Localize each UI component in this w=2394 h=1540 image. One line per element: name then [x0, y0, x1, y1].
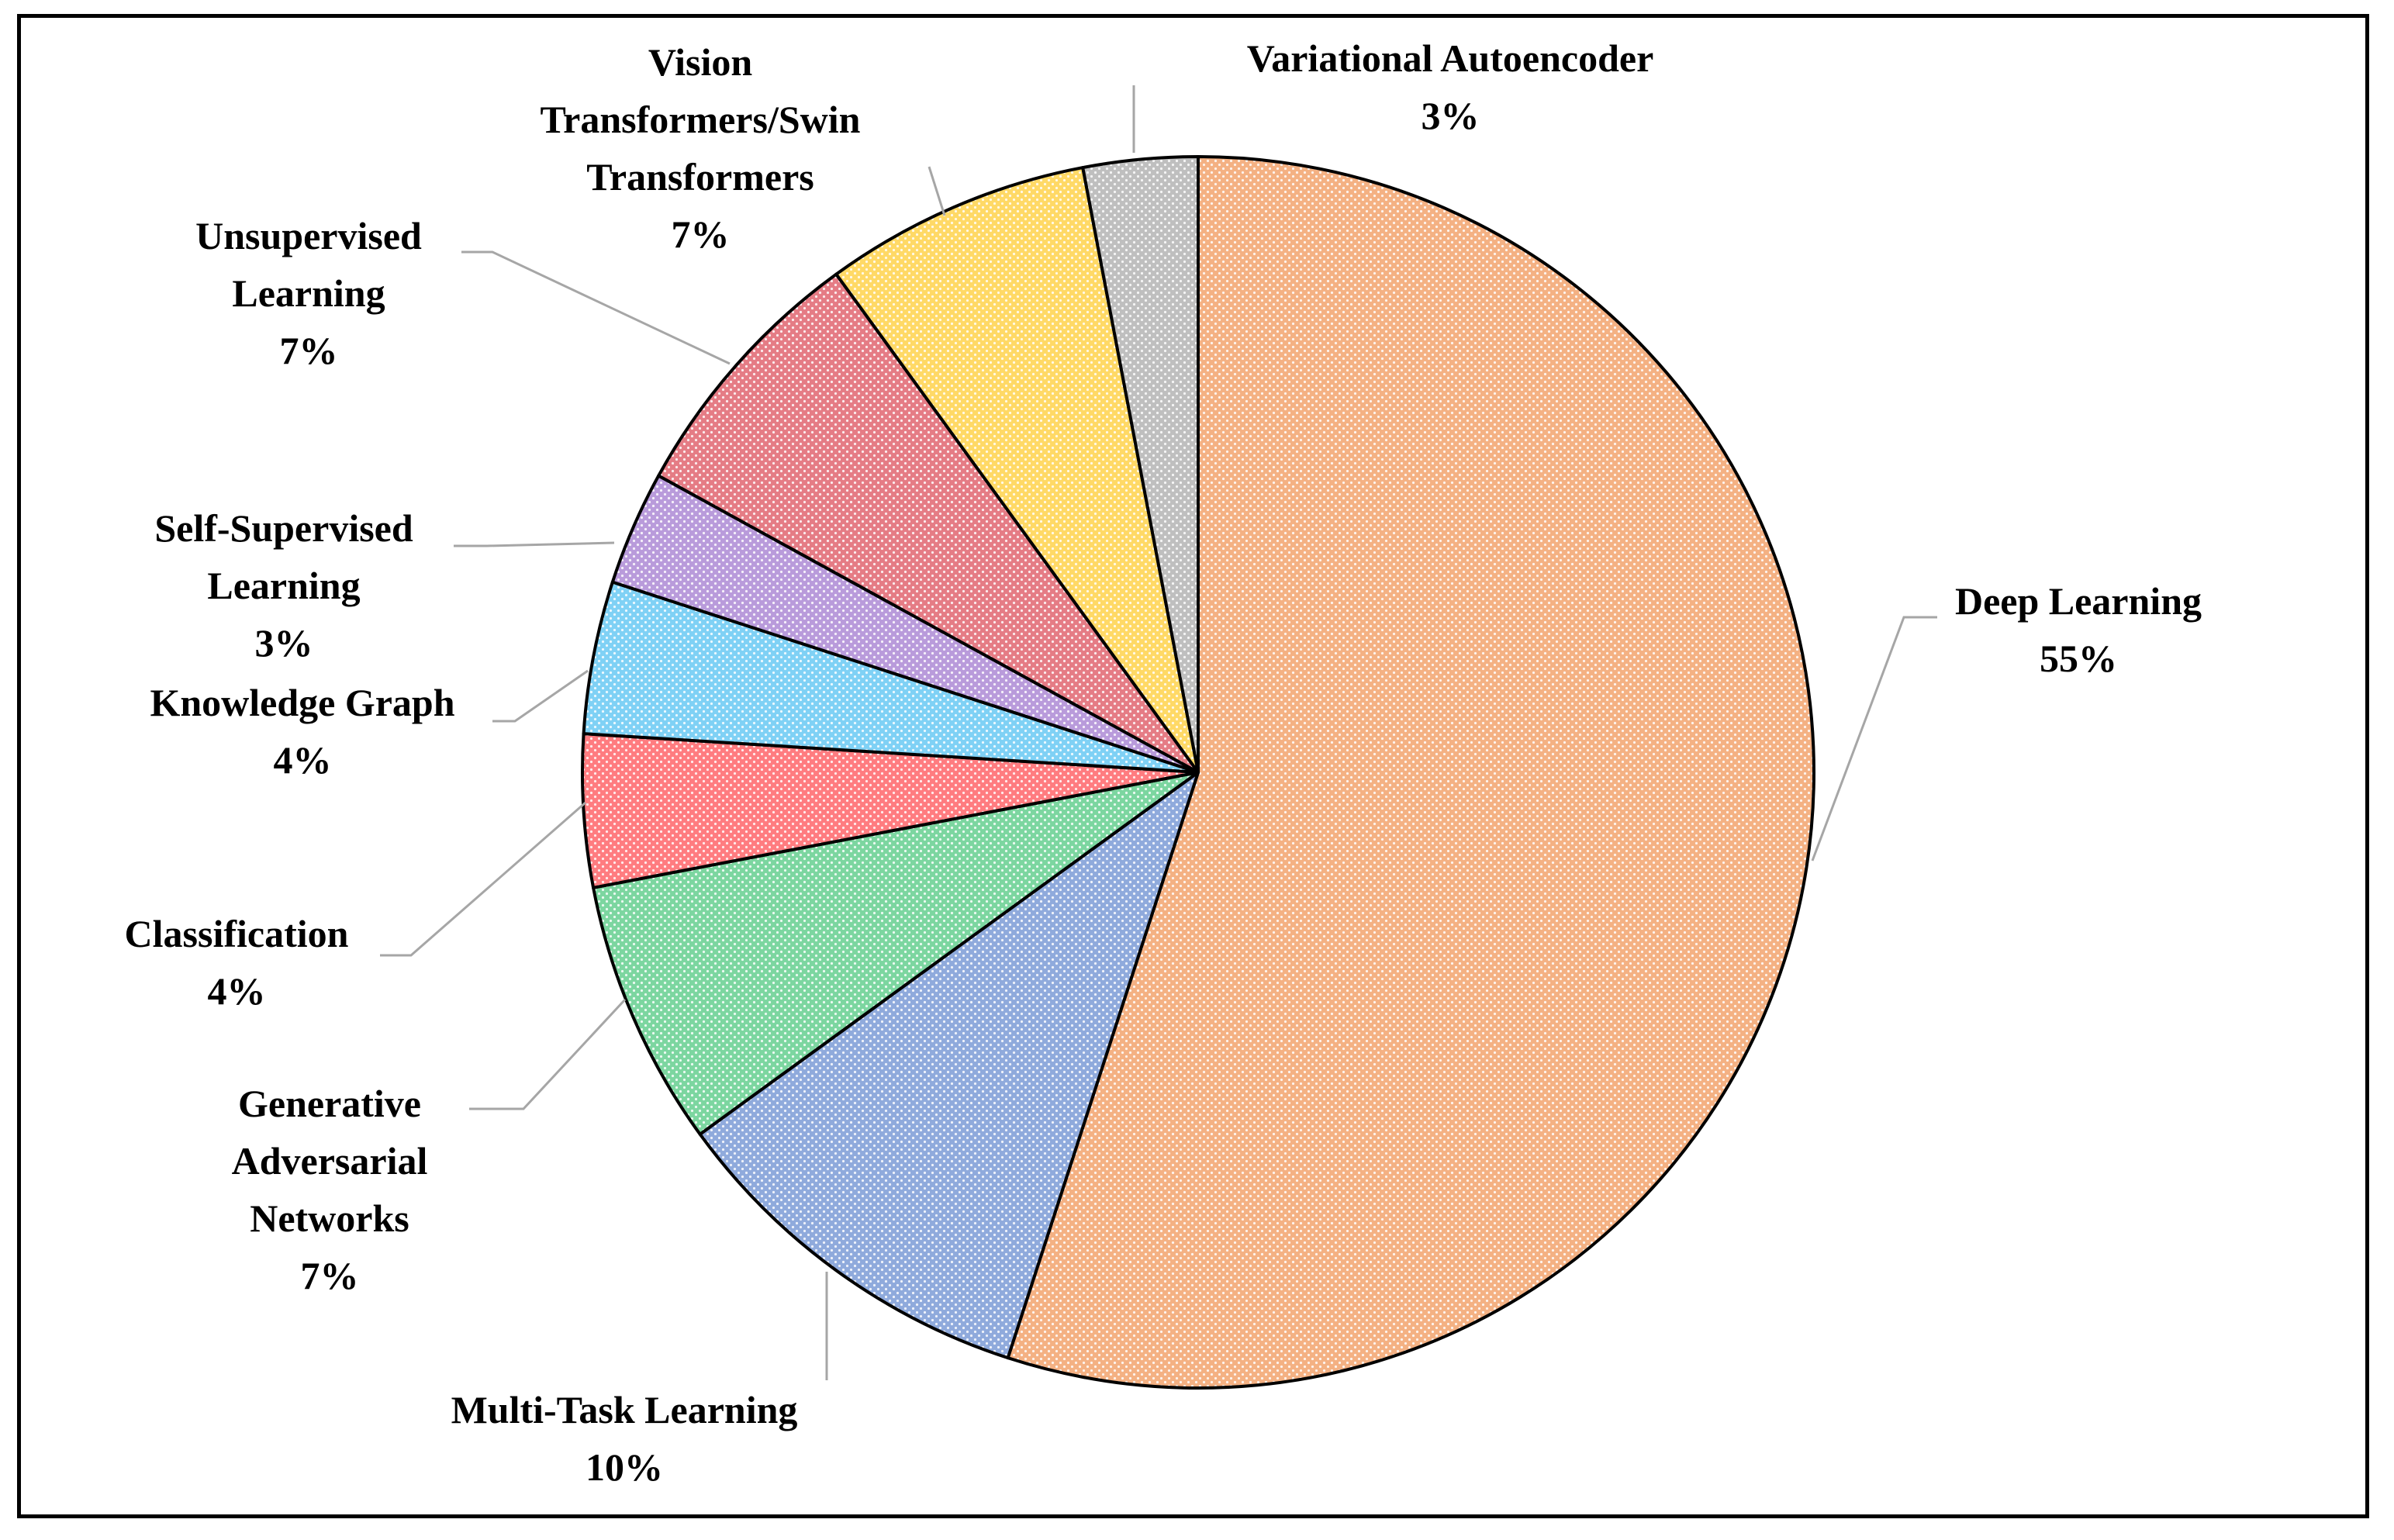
- pie-slice-classification: [581, 732, 1200, 889]
- leader-line-classification: [380, 801, 586, 957]
- leader-line-deep-learning: [1811, 616, 1937, 862]
- pie-slice-deep-learning: [1006, 155, 1815, 1390]
- leader-line-self-supervised-learning: [454, 541, 615, 547]
- leader-lines-layer: [380, 85, 1937, 1380]
- pie-slice-knowledge-graph: [582, 580, 1200, 774]
- leader-line-knowledge-graph: [492, 669, 589, 723]
- leader-line-unsupervised-learning: [461, 250, 731, 365]
- pie-slice-generative-adversarial-networks: [592, 771, 1200, 1136]
- slices-layer: [581, 155, 1815, 1390]
- leader-line-vision-transformers-swin-transformers: [928, 166, 946, 216]
- pie-slice-vision-transformers-swin-transformers: [834, 166, 1200, 774]
- pie-slice-multi-task-learning: [698, 771, 1200, 1360]
- pie-slice-variational-autoencoder: [1081, 155, 1200, 774]
- pie-slice-unsupervised-learning: [657, 272, 1200, 774]
- leader-line-generative-adversarial-networks: [469, 998, 627, 1110]
